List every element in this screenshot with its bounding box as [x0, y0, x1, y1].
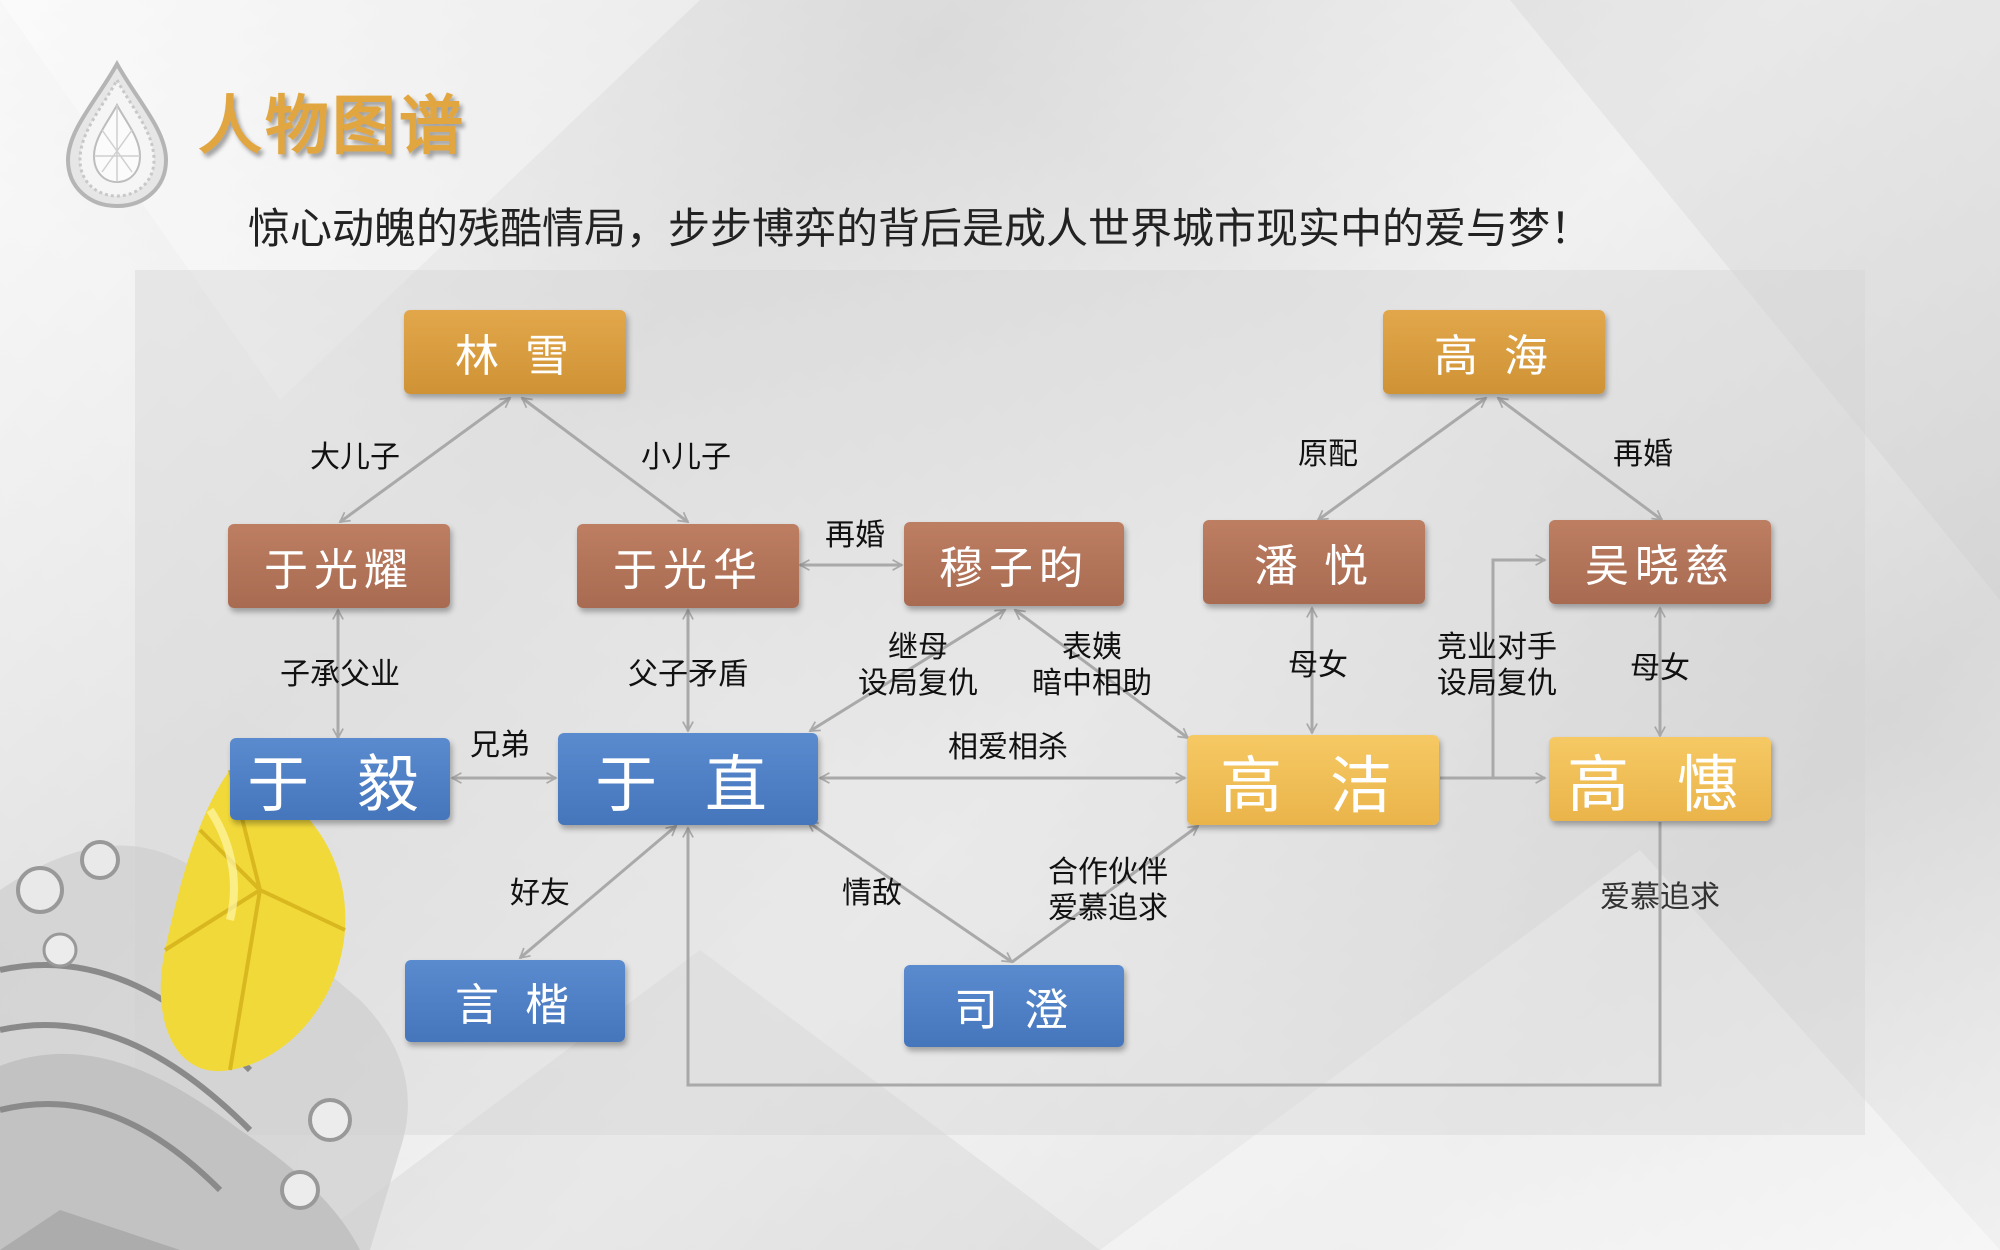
relation-label: 再婚: [1613, 437, 1673, 472]
edge-muziyun-gaojie: [1015, 608, 1188, 740]
node-wu-xiaoci: 吴晓慈: [1549, 520, 1771, 604]
relation-label: 原配: [1298, 437, 1358, 472]
page-title: 人物图谱: [198, 90, 466, 164]
relation-label: 情敌: [842, 876, 902, 911]
relation-label: 再婚: [825, 518, 885, 553]
relation-label: 父子矛盾: [628, 657, 748, 692]
edge-sicheng-gaojie: [1011, 824, 1198, 964]
relation-label: 大儿子: [310, 440, 400, 475]
node-yu-zhi: 于 直: [558, 733, 818, 825]
relation-label: 表姨 暗中相助: [1032, 630, 1152, 701]
relation-label: 子承父业: [280, 657, 400, 692]
node-pan-yue: 潘 悦: [1203, 520, 1425, 604]
relation-label: 好友: [510, 876, 570, 911]
edge-gaojie-wuxiaoci: [1491, 560, 1545, 778]
edge-linxue-yuguanghua: [522, 396, 688, 524]
node-lin-xue: 林 雪: [404, 310, 626, 394]
node-gao-hai: 高 海: [1383, 310, 1605, 394]
node-yu-guangyao: 于光耀: [228, 524, 450, 608]
edge-yuzhi-sicheng: [808, 820, 1012, 964]
relation-label: 母女: [1288, 648, 1348, 683]
relation-label: 合作伙伴 爱慕追求: [1048, 855, 1168, 926]
edge-linxue-yuguangyao: [340, 396, 510, 524]
relation-label: 爱慕追求: [1600, 880, 1720, 915]
edge-yuzhi-yankai: [520, 826, 676, 958]
relation-label: 母女: [1630, 651, 1690, 686]
diamond-logo-icon: [65, 60, 169, 209]
relation-label: 兄弟: [470, 728, 530, 763]
relation-label: 竞业对手 设局复仇: [1437, 630, 1557, 701]
edge-muziyun-yuzhi: [810, 608, 1005, 733]
node-gao-jie: 高 洁: [1187, 735, 1439, 825]
node-yu-guanghua: 于光华: [577, 524, 799, 608]
node-yu-yi: 于 毅: [230, 738, 450, 821]
node-yan-kai: 言 楷: [405, 960, 625, 1042]
page-subtitle: 惊心动魄的残酷情局，步步博弈的背后是成人世界城市现实中的爱与梦！: [248, 204, 1593, 253]
node-mu-ziyun: 穆子昀: [904, 522, 1124, 606]
relation-label: 继母 设局复仇: [858, 630, 978, 701]
edge-gaohai-wuxiaoci: [1498, 396, 1662, 522]
jewelry-decoration-icon: [0, 770, 408, 1250]
relation-label: 相爱相杀: [948, 730, 1068, 765]
relation-label: 小儿子: [641, 440, 731, 475]
node-si-cheng: 司 澄: [904, 965, 1124, 1047]
edge-gaohai-panyue: [1318, 396, 1486, 522]
node-gao-hui: 高 憓: [1549, 737, 1771, 821]
edge-gaohui-yuzhi: [688, 822, 1662, 1087]
